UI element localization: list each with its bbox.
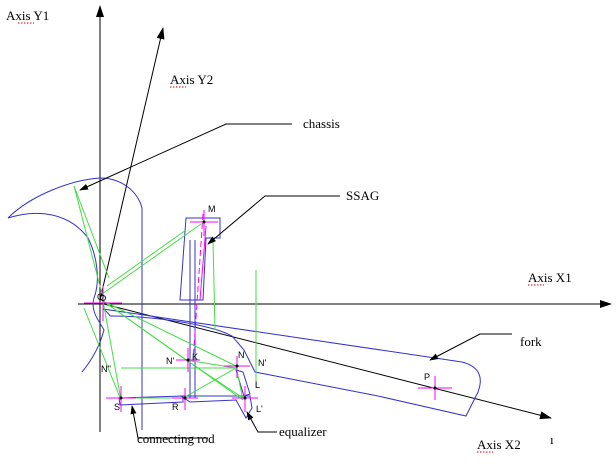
linkage xyxy=(118,369,253,419)
axis-x2-line xyxy=(99,302,552,420)
fork-leader xyxy=(429,333,512,361)
fork xyxy=(102,308,481,417)
equalizer-label: equalizer xyxy=(279,424,327,439)
point-p-label: P xyxy=(424,372,430,382)
ssag-label: SSAG xyxy=(346,188,379,203)
leader-lines xyxy=(79,123,512,439)
point-n-double-prime-label: N'' xyxy=(101,364,111,374)
construction-lines xyxy=(73,185,257,401)
point-s-label: S xyxy=(114,402,120,412)
equalizer-leader xyxy=(246,411,277,433)
chassis-label: chassis xyxy=(303,116,340,131)
joint-dots xyxy=(100,220,437,400)
ssag-outer xyxy=(179,217,221,301)
point-k-label: K xyxy=(192,352,198,362)
ssag-centerline xyxy=(192,213,204,363)
equalizer-body xyxy=(179,395,253,419)
connecting-rod-leader xyxy=(130,405,208,439)
ssag-centerline-2 xyxy=(199,225,207,301)
point-markers xyxy=(84,210,452,412)
point-n-prime-left-label: N' xyxy=(166,356,174,366)
axis-y2-line xyxy=(99,27,165,301)
point-l-label: L xyxy=(255,380,260,390)
connecting-rod-label: connecting rod xyxy=(137,431,215,446)
tick-mark: ı xyxy=(550,432,554,447)
point-n-prime-label: N' xyxy=(258,358,266,368)
axis-y2-label: Axis Y2 xyxy=(170,72,213,87)
point-m-label: M xyxy=(208,204,216,214)
axis-x2-label: Axis X2 xyxy=(477,437,521,452)
link-n-l xyxy=(235,369,251,397)
ssag-leader xyxy=(207,195,340,245)
ssag-strut xyxy=(179,213,221,398)
axes xyxy=(78,5,612,432)
point-n-label: N xyxy=(238,350,245,360)
connecting-rod xyxy=(118,395,184,406)
point-o-label: O xyxy=(97,292,104,302)
chassis-leader xyxy=(79,123,292,191)
point-l-prime-label: L' xyxy=(256,404,263,414)
axis-x1-label: Axis X1 xyxy=(528,270,572,285)
point-r-label: R xyxy=(172,402,179,412)
fork-label: fork xyxy=(520,334,542,349)
chassis-body xyxy=(7,177,143,430)
axis-y1-label: Axis Y1 xyxy=(6,8,49,23)
